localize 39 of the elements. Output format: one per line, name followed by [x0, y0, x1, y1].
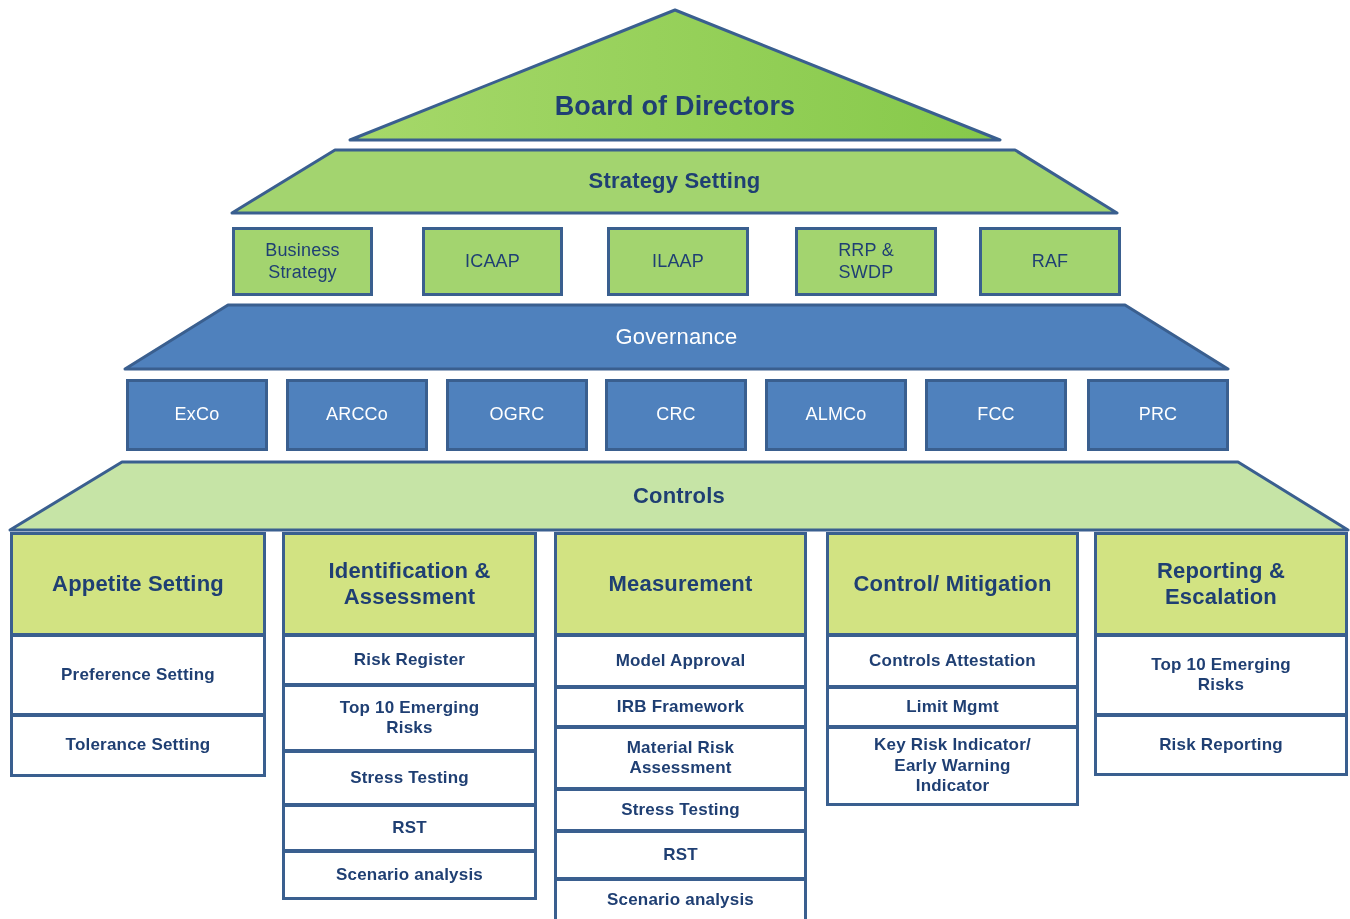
list-cell: Limit Mgmt [826, 686, 1079, 728]
committee-box: CRC [605, 379, 747, 451]
committee-box: ILAAP [607, 227, 749, 296]
list-cell: Controls Attestation [826, 634, 1079, 688]
list-cell: Material Risk Assessment [554, 726, 807, 790]
column-header: Identification & Assessment [282, 532, 537, 636]
committee-box: ExCo [126, 379, 268, 451]
list-cell: IRB Framework [554, 686, 807, 728]
column-header: Appetite Setting [10, 532, 266, 636]
list-cell: Top 10 Emerging Risks [1094, 634, 1348, 716]
list-cell: Model Approval [554, 634, 807, 688]
list-cell: RST [282, 804, 537, 852]
trapezoid-banner: Strategy Setting [232, 150, 1117, 213]
list-cell: Top 10 Emerging Risks [282, 684, 537, 752]
list-cell: Key Risk Indicator/ Early Warning Indicator [826, 726, 1079, 806]
committee-box: ARCCo [286, 379, 428, 451]
committee-box: FCC [925, 379, 1067, 451]
list-cell: Tolerance Setting [10, 714, 266, 777]
trapezoid-banner: Controls [10, 462, 1348, 530]
list-cell: Stress Testing [282, 750, 537, 806]
column-header: Measurement [554, 532, 807, 636]
committee-box: RAF [979, 227, 1121, 296]
list-cell: Scenario analysis [282, 850, 537, 900]
committee-box: PRC [1087, 379, 1229, 451]
trapezoid-banner: Governance [125, 305, 1228, 369]
committee-box: ICAAP [422, 227, 563, 296]
committee-box: OGRC [446, 379, 588, 451]
list-cell: Risk Register [282, 634, 537, 686]
committee-box: ALMCo [765, 379, 907, 451]
list-cell: Scenario analysis [554, 878, 807, 919]
list-cell: Stress Testing [554, 788, 807, 832]
list-cell: RST [554, 830, 807, 880]
roof-triangle: Board of Directors [350, 10, 1000, 140]
list-cell: Preference Setting [10, 634, 266, 716]
committee-box: Business Strategy [232, 227, 373, 296]
committee-box: RRP & SWDP [795, 227, 937, 296]
list-cell: Risk Reporting [1094, 714, 1348, 776]
column-header: Reporting & Escalation [1094, 532, 1348, 636]
column-header: Control/ Mitigation [826, 532, 1079, 636]
